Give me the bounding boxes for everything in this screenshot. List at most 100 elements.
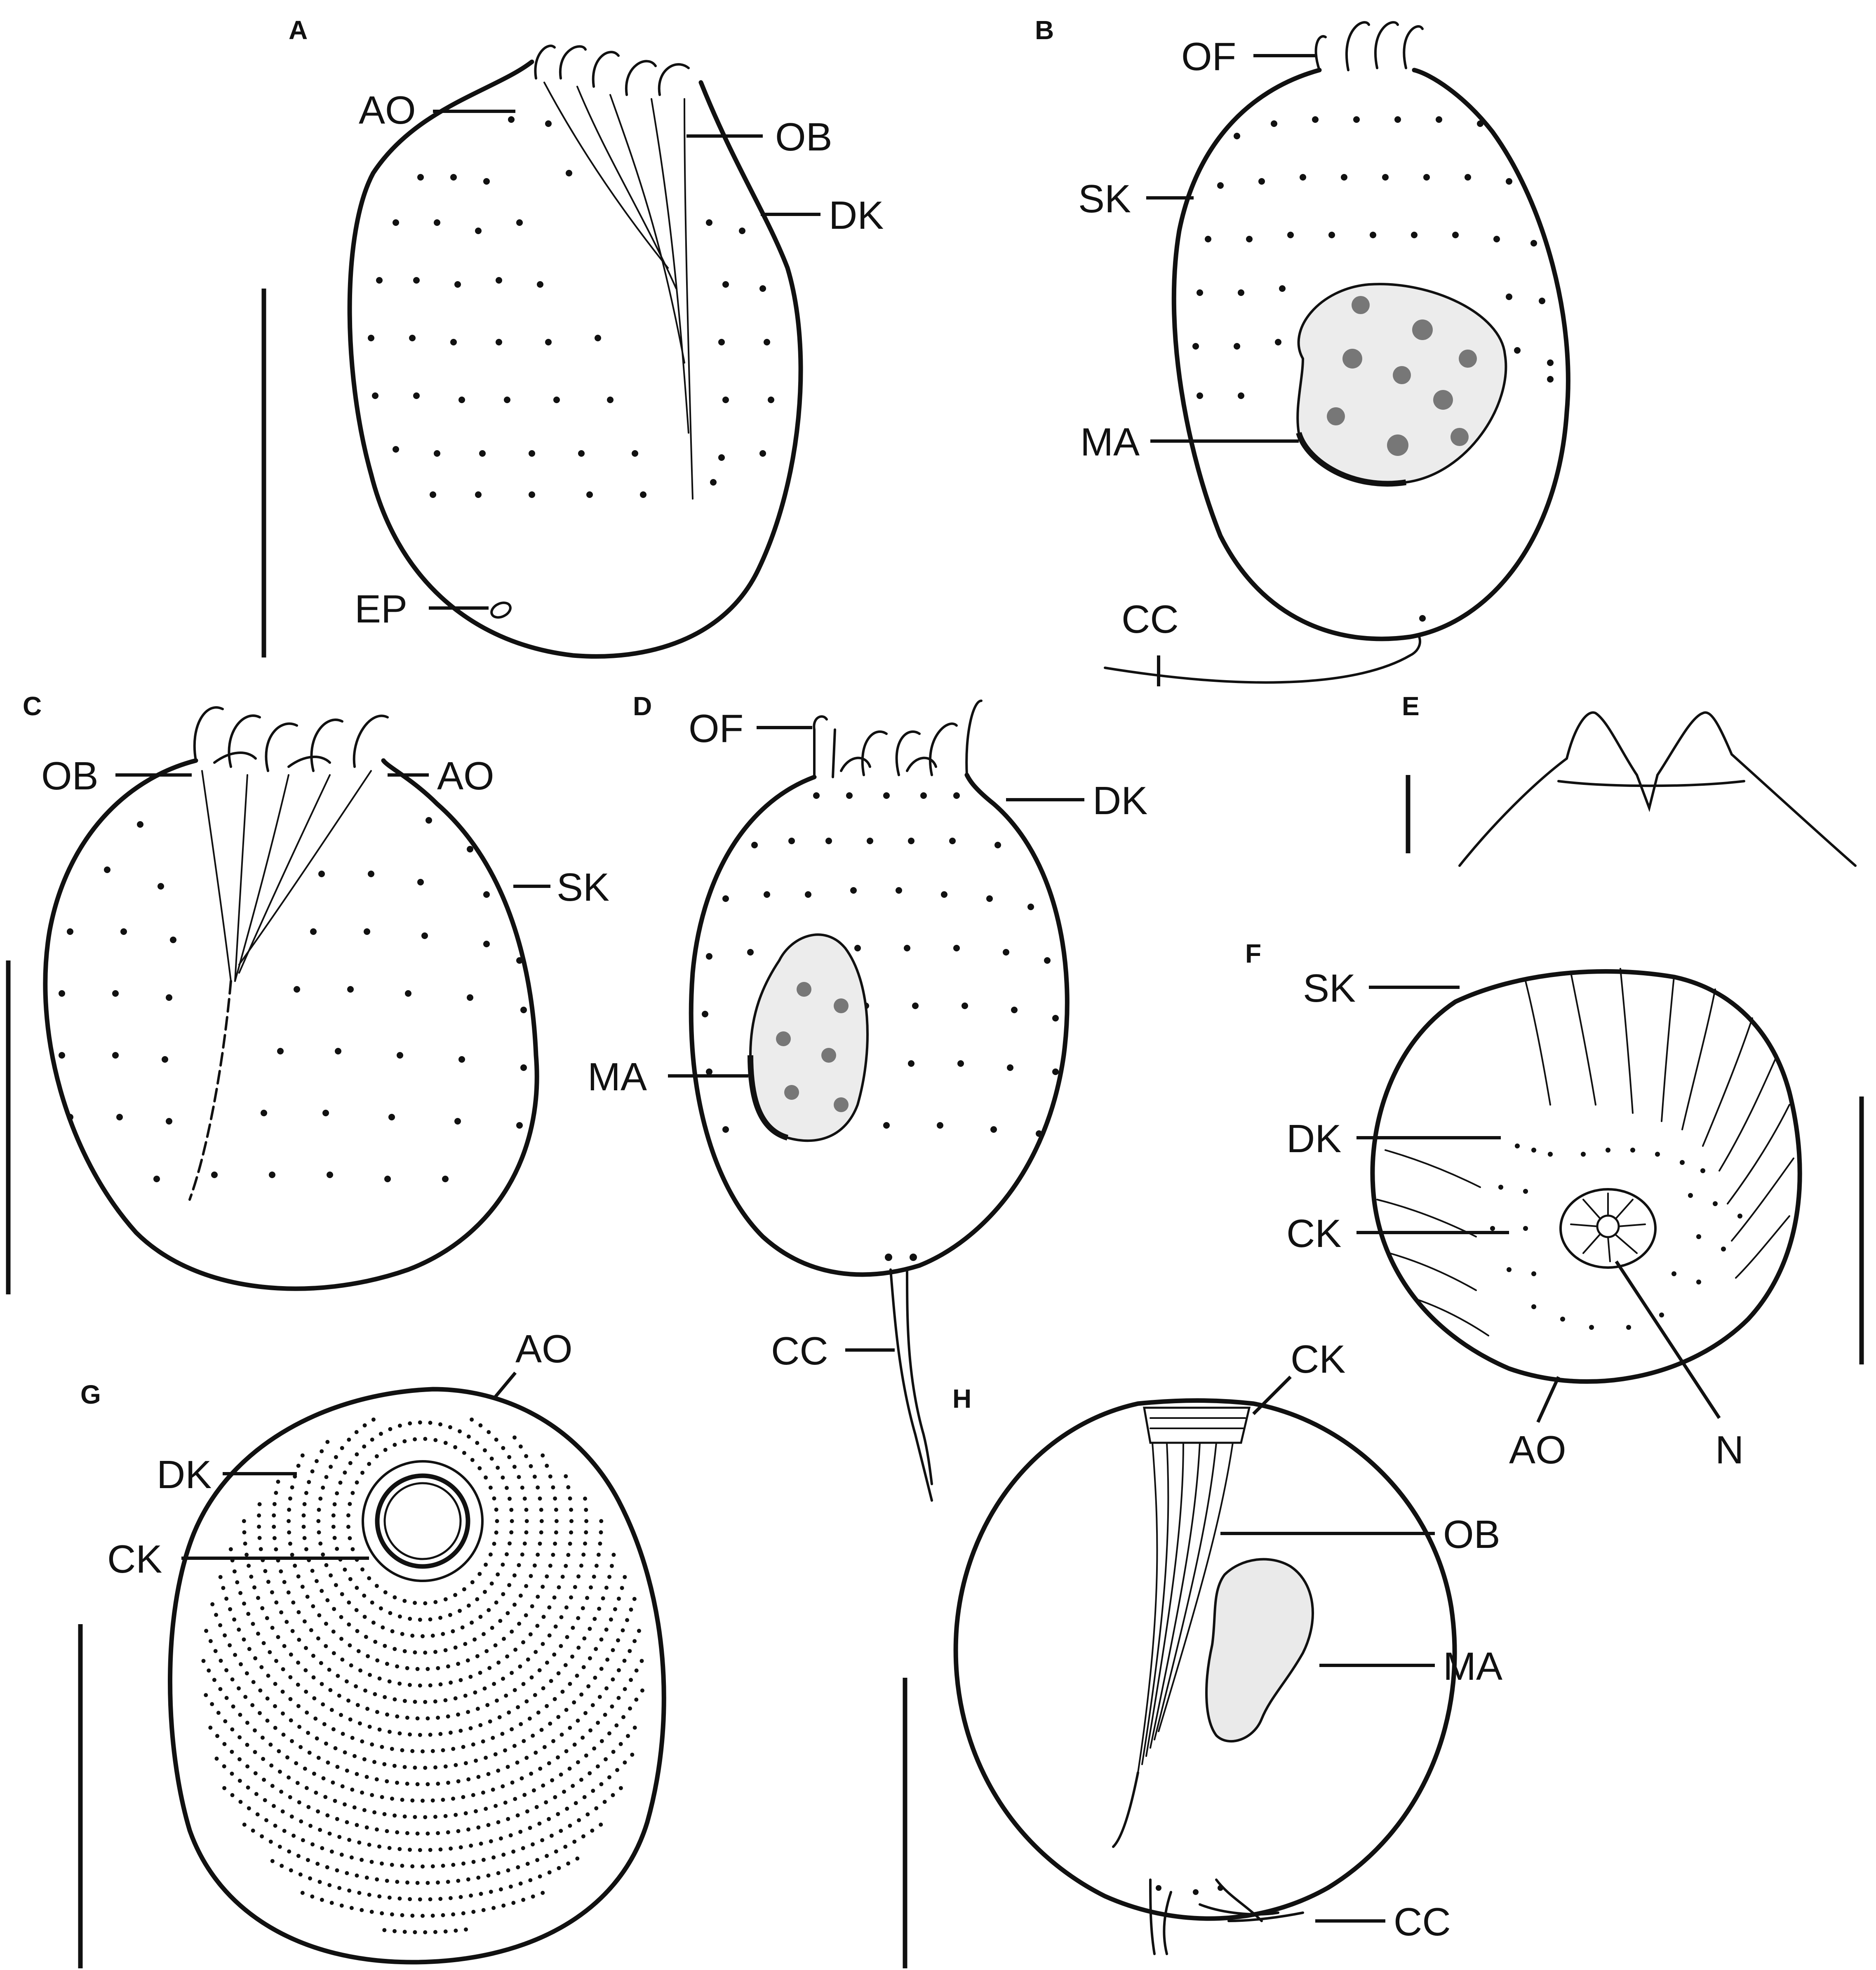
svg-text:OB: OB [41,754,99,798]
svg-text:MA: MA [1443,1644,1502,1688]
panel-e: E [1402,691,1857,867]
annotation-sk-b: SK [1078,177,1194,221]
annotation-ao-f: AO [1509,1376,1566,1472]
panel-f: F [1245,939,1864,1472]
cell-outline-a [347,59,803,659]
cell-outline-c [43,758,539,1291]
cell-outline-g [168,1387,666,1965]
panel-h: H CK OB [903,1337,1502,1968]
annotation-ob-a: OB [686,115,832,159]
svg-text:CC: CC [771,1329,828,1373]
annotation-ma-d: MA [588,1055,748,1099]
svg-text:AO: AO [515,1327,573,1371]
panel-label-c: C [23,691,42,721]
svg-text:CC: CC [1394,1900,1451,1944]
svg-text:SK: SK [1078,177,1131,221]
panel-a: A AO [261,15,884,659]
svg-text:SK: SK [557,865,609,909]
oral-flaps-c [193,706,389,772]
annotation-of-d: OF [689,707,812,751]
oral-flaps-b [1314,21,1424,71]
annotation-cc-d: CC [771,1329,895,1373]
cell-outline-h [953,1398,1457,1921]
cytostome-g [362,1460,484,1582]
oral-basket-a [543,82,694,500]
annotation-cc-h: CC [1315,1900,1451,1944]
oral-flaps-a [534,45,690,96]
macronucleus-h [1205,1558,1314,1743]
annotation-n-f: N [1615,1260,1744,1472]
svg-text:EP: EP [355,587,407,631]
svg-text:MA: MA [588,1055,647,1099]
annotation-dk-a: DK [761,193,884,237]
cell-outline-f [1370,969,1802,1384]
svg-text:CK: CK [1291,1337,1345,1381]
macronucleus-d [748,933,869,1142]
svg-text:AO: AO [437,754,494,798]
svg-text:MA: MA [1080,420,1140,464]
svg-text:OF: OF [689,707,743,751]
svg-text:N: N [1715,1428,1744,1472]
svg-text:CK: CK [107,1537,162,1581]
kineties-g [201,1417,644,1935]
oral-opening-f [1559,1188,1657,1269]
kineties-a [368,116,774,498]
caudal-cilium-d [885,1254,933,1502]
annotation-ob-c: OB [41,754,192,798]
annotation-dk-d: DK [1006,779,1147,823]
svg-text:OF: OF [1181,35,1236,79]
panel-label-e: E [1402,691,1420,721]
panel-label-a: A [289,15,308,45]
panel-d: D [588,691,1147,1502]
annotation-ao-a: AO [359,88,515,132]
kineties-b [1192,116,1554,399]
annotation-ma-b: MA [1080,420,1299,464]
macronucleus-b [1296,283,1507,487]
annotation-ck-g: CK [107,1537,369,1581]
svg-text:AO: AO [1509,1428,1566,1472]
annotation-dk-f: DK [1286,1117,1501,1161]
annotation-of-b: OF [1181,35,1315,79]
annotation-sk-c: SK [513,865,609,909]
panel-b: B OF [1035,15,1570,686]
annotation-sk-f: SK [1303,966,1460,1010]
svg-text:OB: OB [775,115,832,159]
panel-label-b: B [1035,15,1054,45]
annotation-cc-b: CC [1121,597,1179,686]
kineties-c [59,817,527,1182]
oral-basket-c [188,770,372,1201]
panel-label-h: H [952,1384,971,1414]
somatic-kineties-f [1376,968,1794,1336]
svg-text:SK: SK [1303,966,1356,1010]
panel-label-f: F [1245,939,1261,968]
caudal-cilium-b [1104,634,1421,684]
annotation-dk-g: DK [157,1453,297,1497]
svg-text:OB: OB [1443,1512,1500,1557]
annotation-ao-c: AO [388,754,494,798]
svg-text:AO: AO [359,88,416,132]
annotation-ob-h: OB [1220,1512,1500,1557]
annotation-ma-h: MA [1319,1644,1502,1688]
panel-g: G AO DK CK [78,1327,666,1968]
annotation-ep-a: EP [355,587,489,631]
panel-label-d: D [633,691,652,721]
annotation-ck-h: CK [1252,1337,1345,1415]
kineties-dots-f [1490,1143,1742,1330]
svg-text:DK: DK [1093,779,1147,823]
svg-text:CK: CK [1286,1212,1341,1256]
oral-flaps-d [813,700,983,778]
excretory-pore-a [490,601,512,619]
svg-text:CC: CC [1121,597,1179,641]
cell-outline-d [689,773,1070,1277]
caudal-cilia-h [1149,1878,1304,1955]
svg-text:DK: DK [1286,1117,1341,1161]
annotation-ao-g: AO [493,1327,573,1399]
panel-c: C [6,691,609,1294]
svg-text:DK: DK [157,1453,212,1497]
annotation-ck-f: CK [1286,1212,1509,1256]
panel-label-g: G [80,1380,101,1409]
svg-text:DK: DK [829,193,884,237]
oral-region-detail-e [1458,711,1857,867]
cell-outline-b [1171,68,1570,641]
